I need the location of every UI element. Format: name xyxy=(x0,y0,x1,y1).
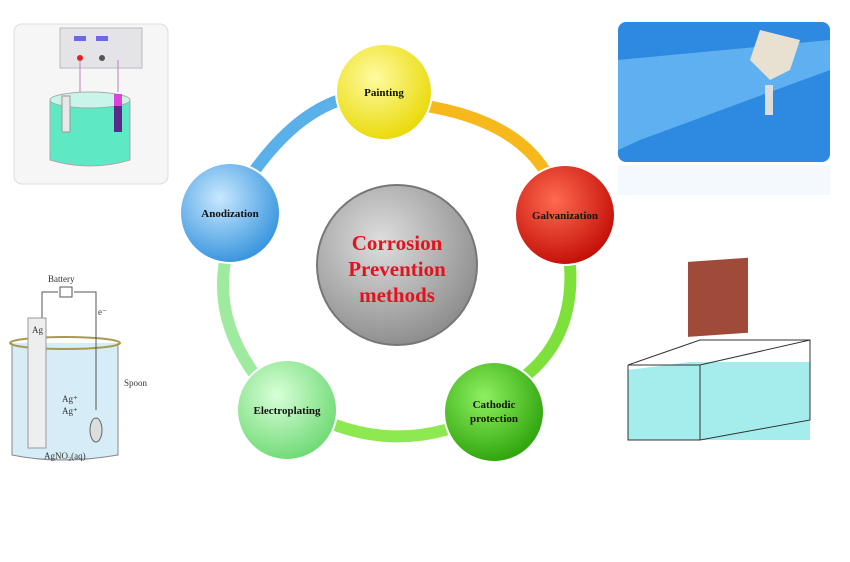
node-cathodic-protection: Cathodic protection xyxy=(443,361,545,463)
node-label: Painting xyxy=(364,87,404,99)
cathode-label: Spoon xyxy=(124,378,148,388)
node-label: Galvanization xyxy=(532,210,598,222)
ring-arc-anodization-painting xyxy=(249,94,346,176)
ion-label-2: Ag⁺ xyxy=(62,406,78,416)
center-title-line1: Corrosion xyxy=(352,231,443,255)
anode-label: Ag xyxy=(32,325,43,335)
electron-label: e⁻ xyxy=(98,307,107,317)
node-painting: Painting xyxy=(335,43,433,141)
ring-arc-galvanization-cathodic xyxy=(514,259,577,386)
center-circle: Corrosion Prevention methods xyxy=(316,184,478,346)
node-electroplating: Electroplating xyxy=(236,359,338,461)
node-label: Electroplating xyxy=(253,405,321,417)
ring-arc-painting-galvanization xyxy=(414,99,556,186)
anodization-cell-illustration xyxy=(13,23,169,185)
node-label: Cathodic xyxy=(473,399,516,411)
center-title-line3: methods xyxy=(359,283,435,307)
center-title-line2: Prevention xyxy=(348,257,446,281)
node-label-line2: protection xyxy=(470,413,518,425)
cathodic-protection-illustration xyxy=(627,257,811,441)
ring-arc-cathodic-electroplating xyxy=(329,419,451,443)
ring-arc-electroplating-anodization xyxy=(217,256,261,381)
node-galvanization: Galvanization xyxy=(514,164,616,266)
painting-photo xyxy=(618,22,830,195)
node-anodization: Anodization xyxy=(179,162,281,264)
solution-label: AgNO₃(aq) xyxy=(44,451,86,461)
battery-label: Battery xyxy=(48,274,75,284)
node-label: Anodization xyxy=(201,208,258,220)
ring xyxy=(217,94,577,443)
ion-label-1: Ag⁺ xyxy=(62,394,78,404)
electroplating-cell-illustration: Battery e⁻ Ag Ag⁺ Ag⁺ Spoon AgNO₃(aq) xyxy=(9,274,148,461)
